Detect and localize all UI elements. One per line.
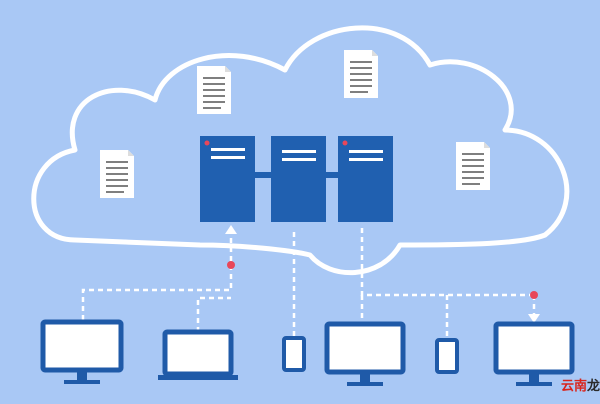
cloud-outline <box>31 25 570 276</box>
document-4 <box>456 142 490 190</box>
server-3 <box>338 136 393 222</box>
server-link-1 <box>255 172 272 178</box>
watermark-part-1: 云南 <box>560 379 587 394</box>
watermark-part-2: 龙 <box>586 379 600 394</box>
server-2 <box>271 136 326 222</box>
signal-dot-1 <box>227 261 235 269</box>
arrow-up-icon <box>225 225 237 234</box>
site-watermark: 云南龙 <box>561 375 600 394</box>
arrow-down-icon <box>528 314 540 323</box>
server-1 <box>200 136 255 222</box>
monitor-2 <box>324 321 406 386</box>
document-3 <box>100 150 134 198</box>
document-2 <box>344 50 378 98</box>
monitor-1 <box>40 319 124 384</box>
monitor-3 <box>493 321 575 386</box>
signal-dot-2 <box>530 291 538 299</box>
server-link-2 <box>326 172 340 178</box>
document-1 <box>197 66 231 114</box>
phone-2 <box>435 338 459 374</box>
connector-laptop <box>196 296 231 332</box>
laptop <box>158 329 238 380</box>
phone-1 <box>282 336 306 372</box>
